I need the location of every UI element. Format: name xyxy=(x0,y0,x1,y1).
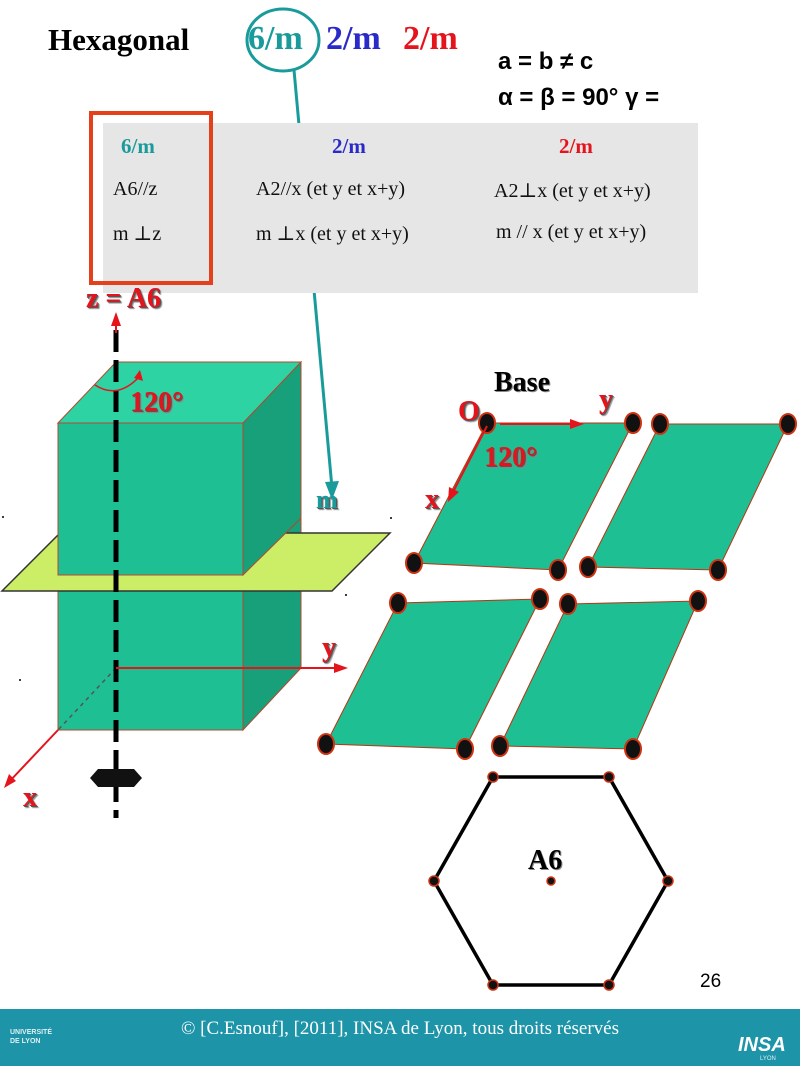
z-axis-arrowhead xyxy=(111,312,121,326)
insa-logo-sub: LYON xyxy=(760,1056,776,1062)
origin-label: O xyxy=(458,396,480,427)
table-cell-r1c1: A6//z xyxy=(113,178,158,200)
symbol-part-6m: 6/m xyxy=(248,20,303,57)
symmetry-table xyxy=(103,123,698,293)
highlight-frame xyxy=(89,111,213,285)
insa-logo: INSA xyxy=(738,1034,786,1056)
pointer-arrowhead xyxy=(325,481,339,500)
symbol-part-2m-blue: 2/m xyxy=(326,20,381,57)
prism-lower-front xyxy=(57,574,244,731)
base-label: Base xyxy=(494,367,550,398)
z-axis-label: z = A6 xyxy=(86,283,162,314)
prism-x-label: x xyxy=(23,782,37,813)
slide-title: Hexagonal xyxy=(48,22,190,57)
table-header-2m-red: 2/m xyxy=(559,134,593,158)
crystal-diagram xyxy=(0,7,797,991)
table-cell-r2c3: m // x (et y et x+y) xyxy=(496,221,647,243)
lattice-x-axis xyxy=(451,425,488,495)
prism-angle-label: 120° xyxy=(130,387,184,418)
lattice-nodes xyxy=(317,412,797,760)
table-cell-r2c2: m ⊥x (et y et x+y) xyxy=(256,223,409,245)
table-cell-r2c1: m ⊥z xyxy=(113,223,162,245)
symbol-part-2m-red: 2/m xyxy=(403,20,458,57)
prism-top xyxy=(56,361,303,424)
lattice-cells xyxy=(325,422,789,750)
rotation-arrow xyxy=(94,375,141,392)
table-header-2m-blue: 2/m xyxy=(332,134,366,158)
page-number: 26 xyxy=(700,971,722,992)
lattice-params-line2: α = β = 90° γ = xyxy=(498,84,660,111)
hexagon-label: A6 xyxy=(528,845,563,876)
footer-bar xyxy=(0,1009,800,1066)
prism-x-axis xyxy=(7,729,59,784)
hexad-symbol xyxy=(90,769,142,787)
footer-copyright: © [C.Esnouf], [2011], INSA de Lyon, tous… xyxy=(180,1018,619,1039)
lattice-y-label: y xyxy=(599,384,613,415)
prism-upper-front xyxy=(57,422,244,576)
lattice-angle-label: 120° xyxy=(484,442,538,473)
table-header-6m: 6/m xyxy=(121,134,155,158)
universite-logo-line2: DE LYON xyxy=(10,1038,41,1045)
symbol-highlight-circle xyxy=(245,7,321,73)
lattice-params-line1: a = b ≠ c xyxy=(498,48,594,75)
universite-lyon-logo: UNIVERSITÉ DE LYON xyxy=(10,1028,52,1046)
prism-y-label: y xyxy=(322,632,336,663)
hidden-edge xyxy=(57,667,117,731)
lattice-x-label: x xyxy=(425,484,439,515)
mirror-label: m xyxy=(316,485,338,514)
table-cell-r1c2: A2//x (et y et x+y) xyxy=(256,178,406,200)
universite-logo-line1: UNIVERSITÉ xyxy=(10,1029,53,1036)
table-cell-r1c3: A2⊥x (et y et x+y) xyxy=(494,180,651,202)
hexagon-nodes xyxy=(428,771,674,991)
